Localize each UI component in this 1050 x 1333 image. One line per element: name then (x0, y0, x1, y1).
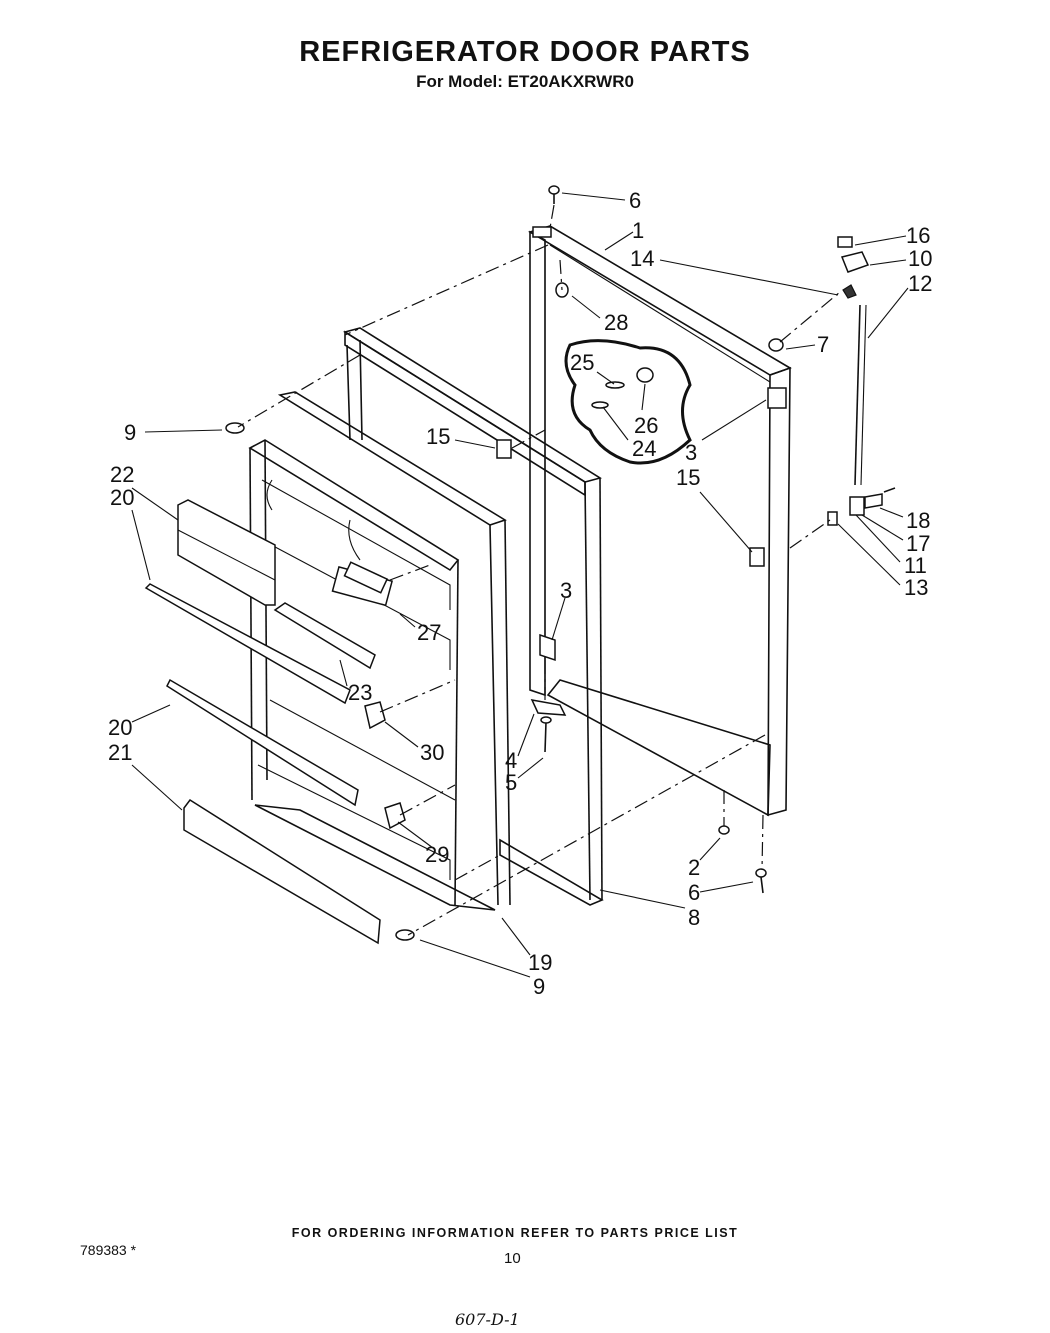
document-number: 789383 * (80, 1242, 137, 1258)
shelf-bars (144, 499, 381, 945)
cutaway-patch (564, 339, 692, 465)
callout-15b: 15 (676, 465, 700, 490)
alignment-lines (237, 204, 841, 936)
callout-17: 17 (906, 531, 930, 556)
callout-11: 11 (904, 553, 927, 578)
callout-14: 14 (630, 246, 654, 271)
handwritten-note: 607-D-1 (455, 1310, 520, 1329)
callout-24: 24 (632, 436, 656, 461)
callout-9a: 9 (124, 420, 136, 445)
page-number: 10 (504, 1250, 521, 1267)
leader-lines (131, 192, 909, 978)
callout-27: 27 (417, 620, 441, 645)
callout-28: 28 (604, 310, 628, 335)
callout-9b: 9 (533, 974, 545, 999)
callout-12: 12 (908, 271, 932, 296)
callout-22: 22 (110, 462, 134, 487)
callout-labels: 6 1 16 14 10 12 28 7 25 26 24 9 15 3 15 … (108, 188, 932, 999)
door-gasket (343, 327, 604, 906)
callout-3b: 3 (560, 578, 572, 603)
callout-19: 19 (528, 950, 552, 975)
callout-15a: 15 (426, 424, 450, 449)
callout-20a: 20 (110, 485, 134, 510)
callout-23: 23 (348, 680, 372, 705)
door-outer-panel (528, 225, 792, 817)
callout-29: 29 (425, 842, 449, 867)
ordering-note: FOR ORDERING INFORMATION REFER TO PARTS … (291, 1226, 739, 1240)
callout-1: 1 (632, 218, 644, 243)
callout-18: 18 (906, 508, 930, 533)
page-title: REFRIGERATOR DOOR PARTS (299, 36, 751, 68)
callout-3a: 3 (685, 440, 697, 465)
hardware-parts (225, 185, 896, 941)
callout-5: 5 (505, 770, 517, 795)
callout-6b: 6 (688, 880, 700, 905)
callout-21: 21 (108, 740, 132, 765)
callout-16: 16 (906, 223, 930, 248)
callout-6a: 6 (629, 188, 641, 213)
door-liner (248, 391, 511, 911)
callout-8: 8 (688, 905, 700, 930)
callout-20b: 20 (108, 715, 132, 740)
callout-26: 26 (634, 413, 658, 438)
callout-10: 10 (908, 246, 932, 271)
callout-4: 4 (505, 748, 517, 773)
model-subtitle: For Model: ET20AKXRWR0 (416, 72, 634, 91)
callout-30: 30 (420, 740, 444, 765)
callout-13: 13 (904, 575, 928, 600)
callout-25: 25 (570, 350, 594, 375)
callout-7: 7 (817, 332, 829, 357)
callout-2: 2 (688, 855, 700, 880)
